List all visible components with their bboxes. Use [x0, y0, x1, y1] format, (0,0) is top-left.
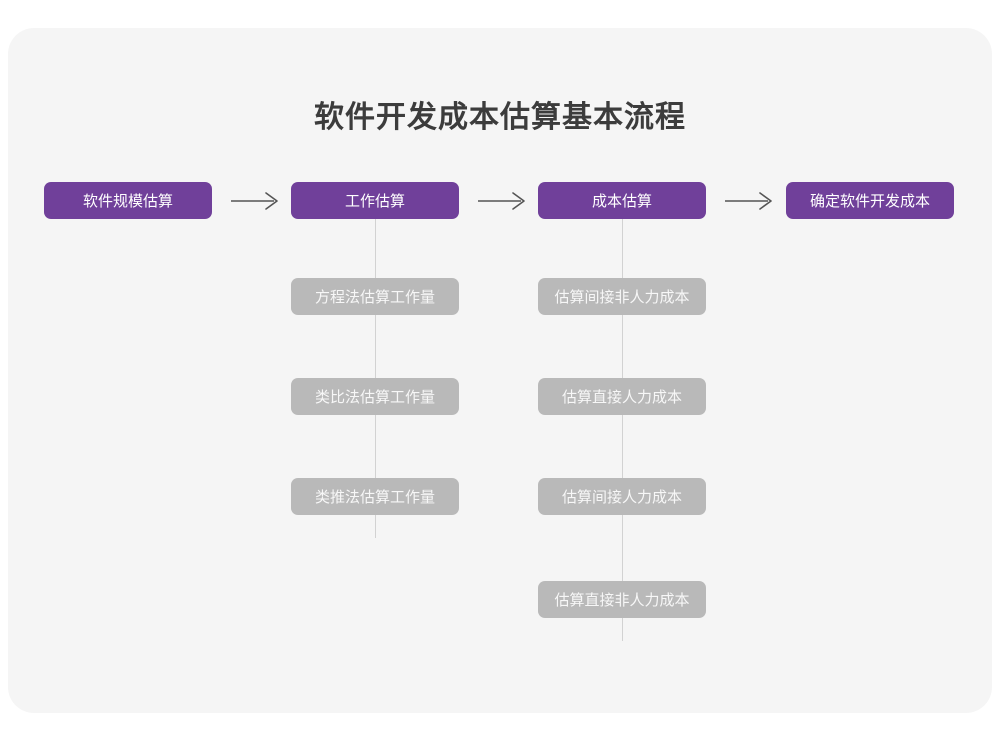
arrow-right-icon-2 [477, 189, 529, 213]
sub-node-branch-2-item-4-label: 估算直接非人力成本 [554, 592, 690, 609]
sub-node-branch-1-item-3[interactable]: 类推法估算工作量 [291, 478, 459, 515]
sub-node-branch-2-item-3[interactable]: 估算间接人力成本 [538, 478, 706, 515]
flow-node-step-2-label: 工作估算 [344, 193, 405, 210]
flow-node-step-2[interactable]: 工作估算 [291, 182, 459, 219]
sub-node-branch-2-item-1-label: 估算间接非人力成本 [554, 289, 690, 306]
page-title: 软件开发成本估算基本流程 [314, 101, 686, 134]
connector-line-branch-2 [622, 219, 623, 641]
sub-node-branch-1-item-2[interactable]: 类比法估算工作量 [291, 378, 459, 415]
flow-node-step-1[interactable]: 软件规模估算 [44, 182, 212, 219]
sub-node-branch-1-item-3-label: 类推法估算工作量 [314, 489, 435, 506]
arrow-right-icon-1 [230, 189, 282, 213]
flow-node-step-3[interactable]: 成本估算 [538, 182, 706, 219]
flow-node-step-3-label: 成本估算 [591, 193, 652, 210]
sub-node-branch-2-item-3-label: 估算间接人力成本 [561, 489, 682, 506]
sub-node-branch-1-item-1-label: 方程法估算工作量 [314, 289, 435, 306]
sub-node-branch-2-item-4[interactable]: 估算直接非人力成本 [538, 581, 706, 618]
flow-node-step-4[interactable]: 确定软件开发成本 [786, 182, 954, 219]
sub-node-branch-2-item-2-label: 估算直接人力成本 [561, 389, 682, 406]
flow-node-step-4-label: 确定软件开发成本 [809, 193, 930, 210]
diagram-card: 软件开发成本估算基本流程 软件规模估算 工作估算 成本估算 确定软件开发成本 [8, 28, 992, 713]
sub-node-branch-1-item-2-label: 类比法估算工作量 [314, 389, 435, 406]
sub-node-branch-2-item-2[interactable]: 估算直接人力成本 [538, 378, 706, 415]
sub-node-branch-2-item-1[interactable]: 估算间接非人力成本 [538, 278, 706, 315]
sub-node-branch-1-item-1[interactable]: 方程法估算工作量 [291, 278, 459, 315]
arrow-right-icon-3 [724, 189, 776, 213]
flow-node-step-1-label: 软件规模估算 [82, 193, 173, 210]
